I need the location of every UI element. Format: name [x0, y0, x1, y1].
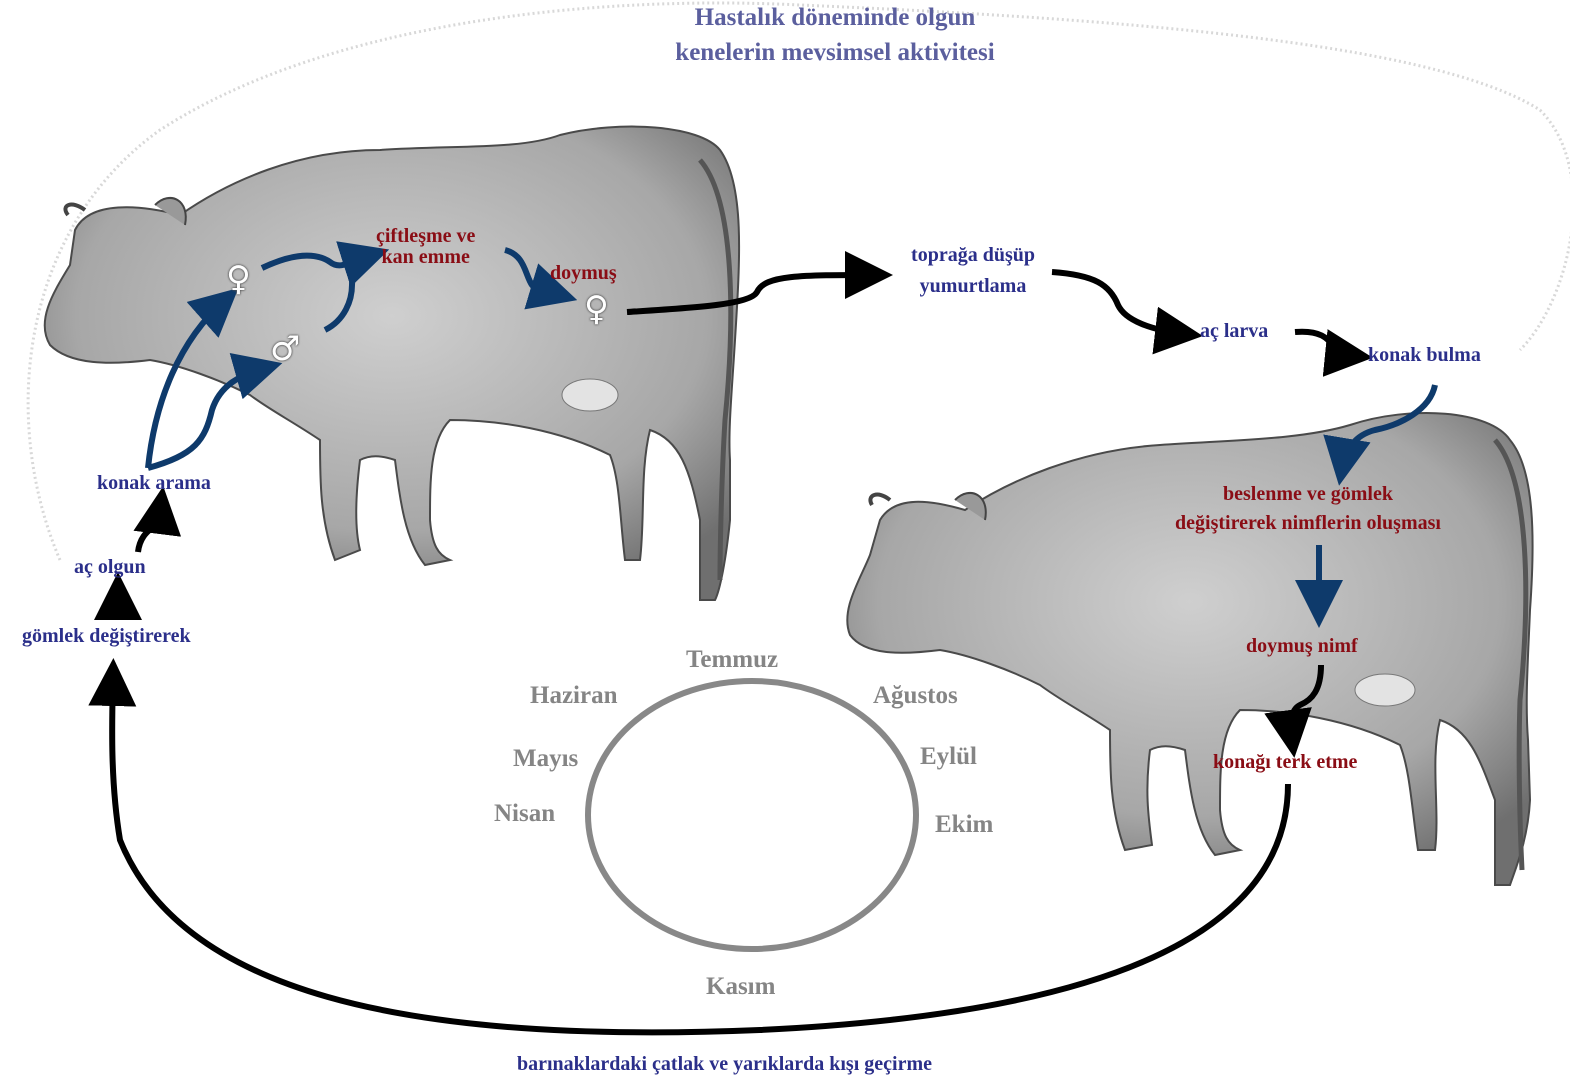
month-haziran: Haziran — [530, 682, 618, 711]
nymph-molting-line-1: beslenme ve gömlek — [1138, 480, 1478, 509]
title-line-1: Hastalık döneminde olgun — [585, 4, 1085, 33]
drop-line-1: toprağa düşüp — [888, 240, 1058, 271]
label-nymph-molting: beslenme ve gömlek değiştirerek nimfleri… — [1138, 480, 1478, 538]
label-leave-host: konağı terk etme — [1213, 751, 1357, 774]
label-engorged-nymph: doymuş nimf — [1246, 635, 1358, 658]
label-molting: gömlek değiştirerek — [22, 625, 191, 648]
male-tick-symbol: ♂ — [270, 332, 300, 366]
label-hungry-adult: aç olgun — [74, 556, 146, 579]
month-agustos: Ağustos — [873, 682, 958, 711]
nymph-molting-line-2: değiştirerek nimflerin oluşması — [1138, 509, 1478, 538]
label-overwintering: barınaklardaki çatlak ve yarıklarda kışı… — [517, 1053, 932, 1076]
drop-line-2: yumurtlama — [888, 271, 1058, 302]
label-host-search: konak arama — [97, 472, 211, 495]
mating-line-2: kan emme — [376, 247, 475, 268]
fed-female-tick-symbol: ♀ — [584, 292, 609, 326]
month-cycle-circle — [588, 681, 916, 949]
female-tick-symbol: ♀ — [226, 262, 251, 296]
label-find-host: konak bulma — [1368, 344, 1481, 367]
label-engorged: doymuş — [550, 262, 617, 285]
arrow-hungry-to-search — [138, 504, 161, 552]
diagram-title: Hastalık döneminde olgun kenelerin mevsi… — [585, 4, 1085, 68]
label-drop-lay-eggs: toprağa düşüp yumurtlama — [888, 240, 1058, 302]
month-ekim: Ekim — [935, 811, 993, 840]
title-line-2: kenelerin mevsimsel aktivitesi — [585, 39, 1085, 68]
label-hungry-larva: aç larva — [1200, 320, 1268, 343]
arrow-soil-to-larva — [1052, 272, 1185, 334]
month-nisan: Nisan — [494, 800, 555, 829]
mating-line-1: çiftleşme ve — [376, 226, 475, 247]
month-mayis: Mayıs — [513, 745, 578, 774]
arrow-larva-to-host — [1295, 332, 1355, 356]
label-mating-feeding: çiftleşme ve kan emme — [376, 226, 475, 268]
month-eylul: Eylül — [920, 743, 977, 772]
month-temmuz: Temmuz — [686, 646, 778, 675]
month-kasim: Kasım — [706, 973, 775, 1002]
